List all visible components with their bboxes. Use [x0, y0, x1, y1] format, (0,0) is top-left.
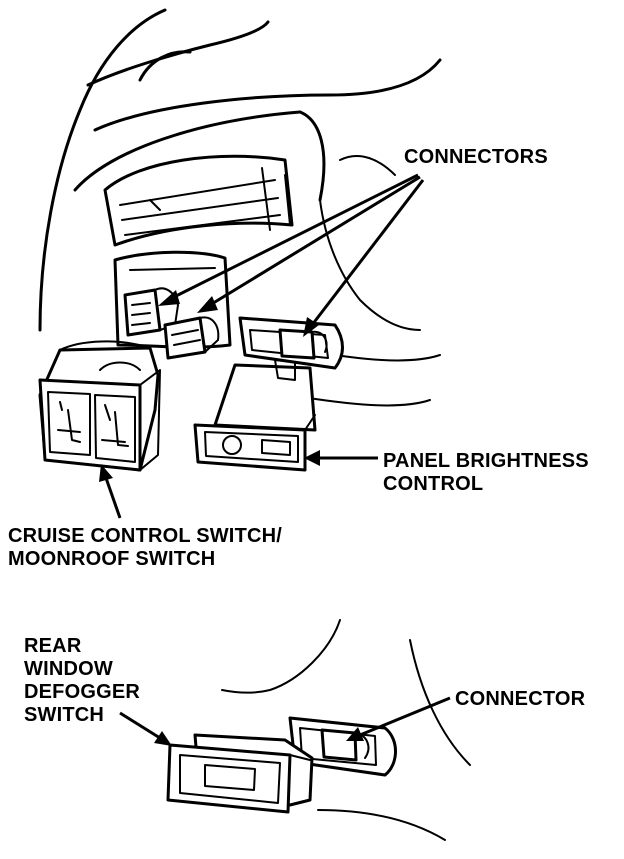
panel-brightness-control — [193, 359, 317, 472]
label-rear-3: DEFOGGER — [24, 681, 141, 703]
label-panel-brightness-1: PANEL BRIGHTNESS — [383, 450, 589, 472]
arrow-cruise-switch — [99, 464, 122, 519]
label-cruise-2: MOONROOF SWITCH — [8, 548, 216, 570]
label-connector: CONNECTOR — [455, 688, 586, 710]
air-vent — [103, 154, 294, 247]
connector-middle — [163, 316, 220, 360]
label-rear-4: SWITCH — [24, 704, 105, 726]
arrow-panel-brightness — [304, 450, 378, 466]
dashboard-outline — [38, 8, 442, 407]
label-panel-brightness-2: CONTROL — [383, 473, 484, 495]
rear-window-defogger-switch — [166, 733, 314, 814]
label-cruise-1: CRUISE CONTROL SWITCH/ — [8, 525, 283, 547]
panel-connector-housing — [238, 316, 344, 370]
label-rear-2: WINDOW — [24, 658, 113, 680]
arrow-connectors-right — [303, 179, 425, 337]
label-rear-1: REAR — [24, 635, 82, 657]
arrow-connector-bottom — [346, 696, 451, 741]
arrow-connectors-middle — [197, 175, 421, 313]
arrow-rear-defogger — [119, 711, 172, 746]
label-connectors: CONNECTORS — [404, 146, 548, 168]
connector-left — [123, 287, 179, 337]
cruise-control-switch — [38, 340, 161, 472]
lower-dash-outline — [221, 619, 471, 841]
arrow-connectors-left — [158, 173, 419, 306]
